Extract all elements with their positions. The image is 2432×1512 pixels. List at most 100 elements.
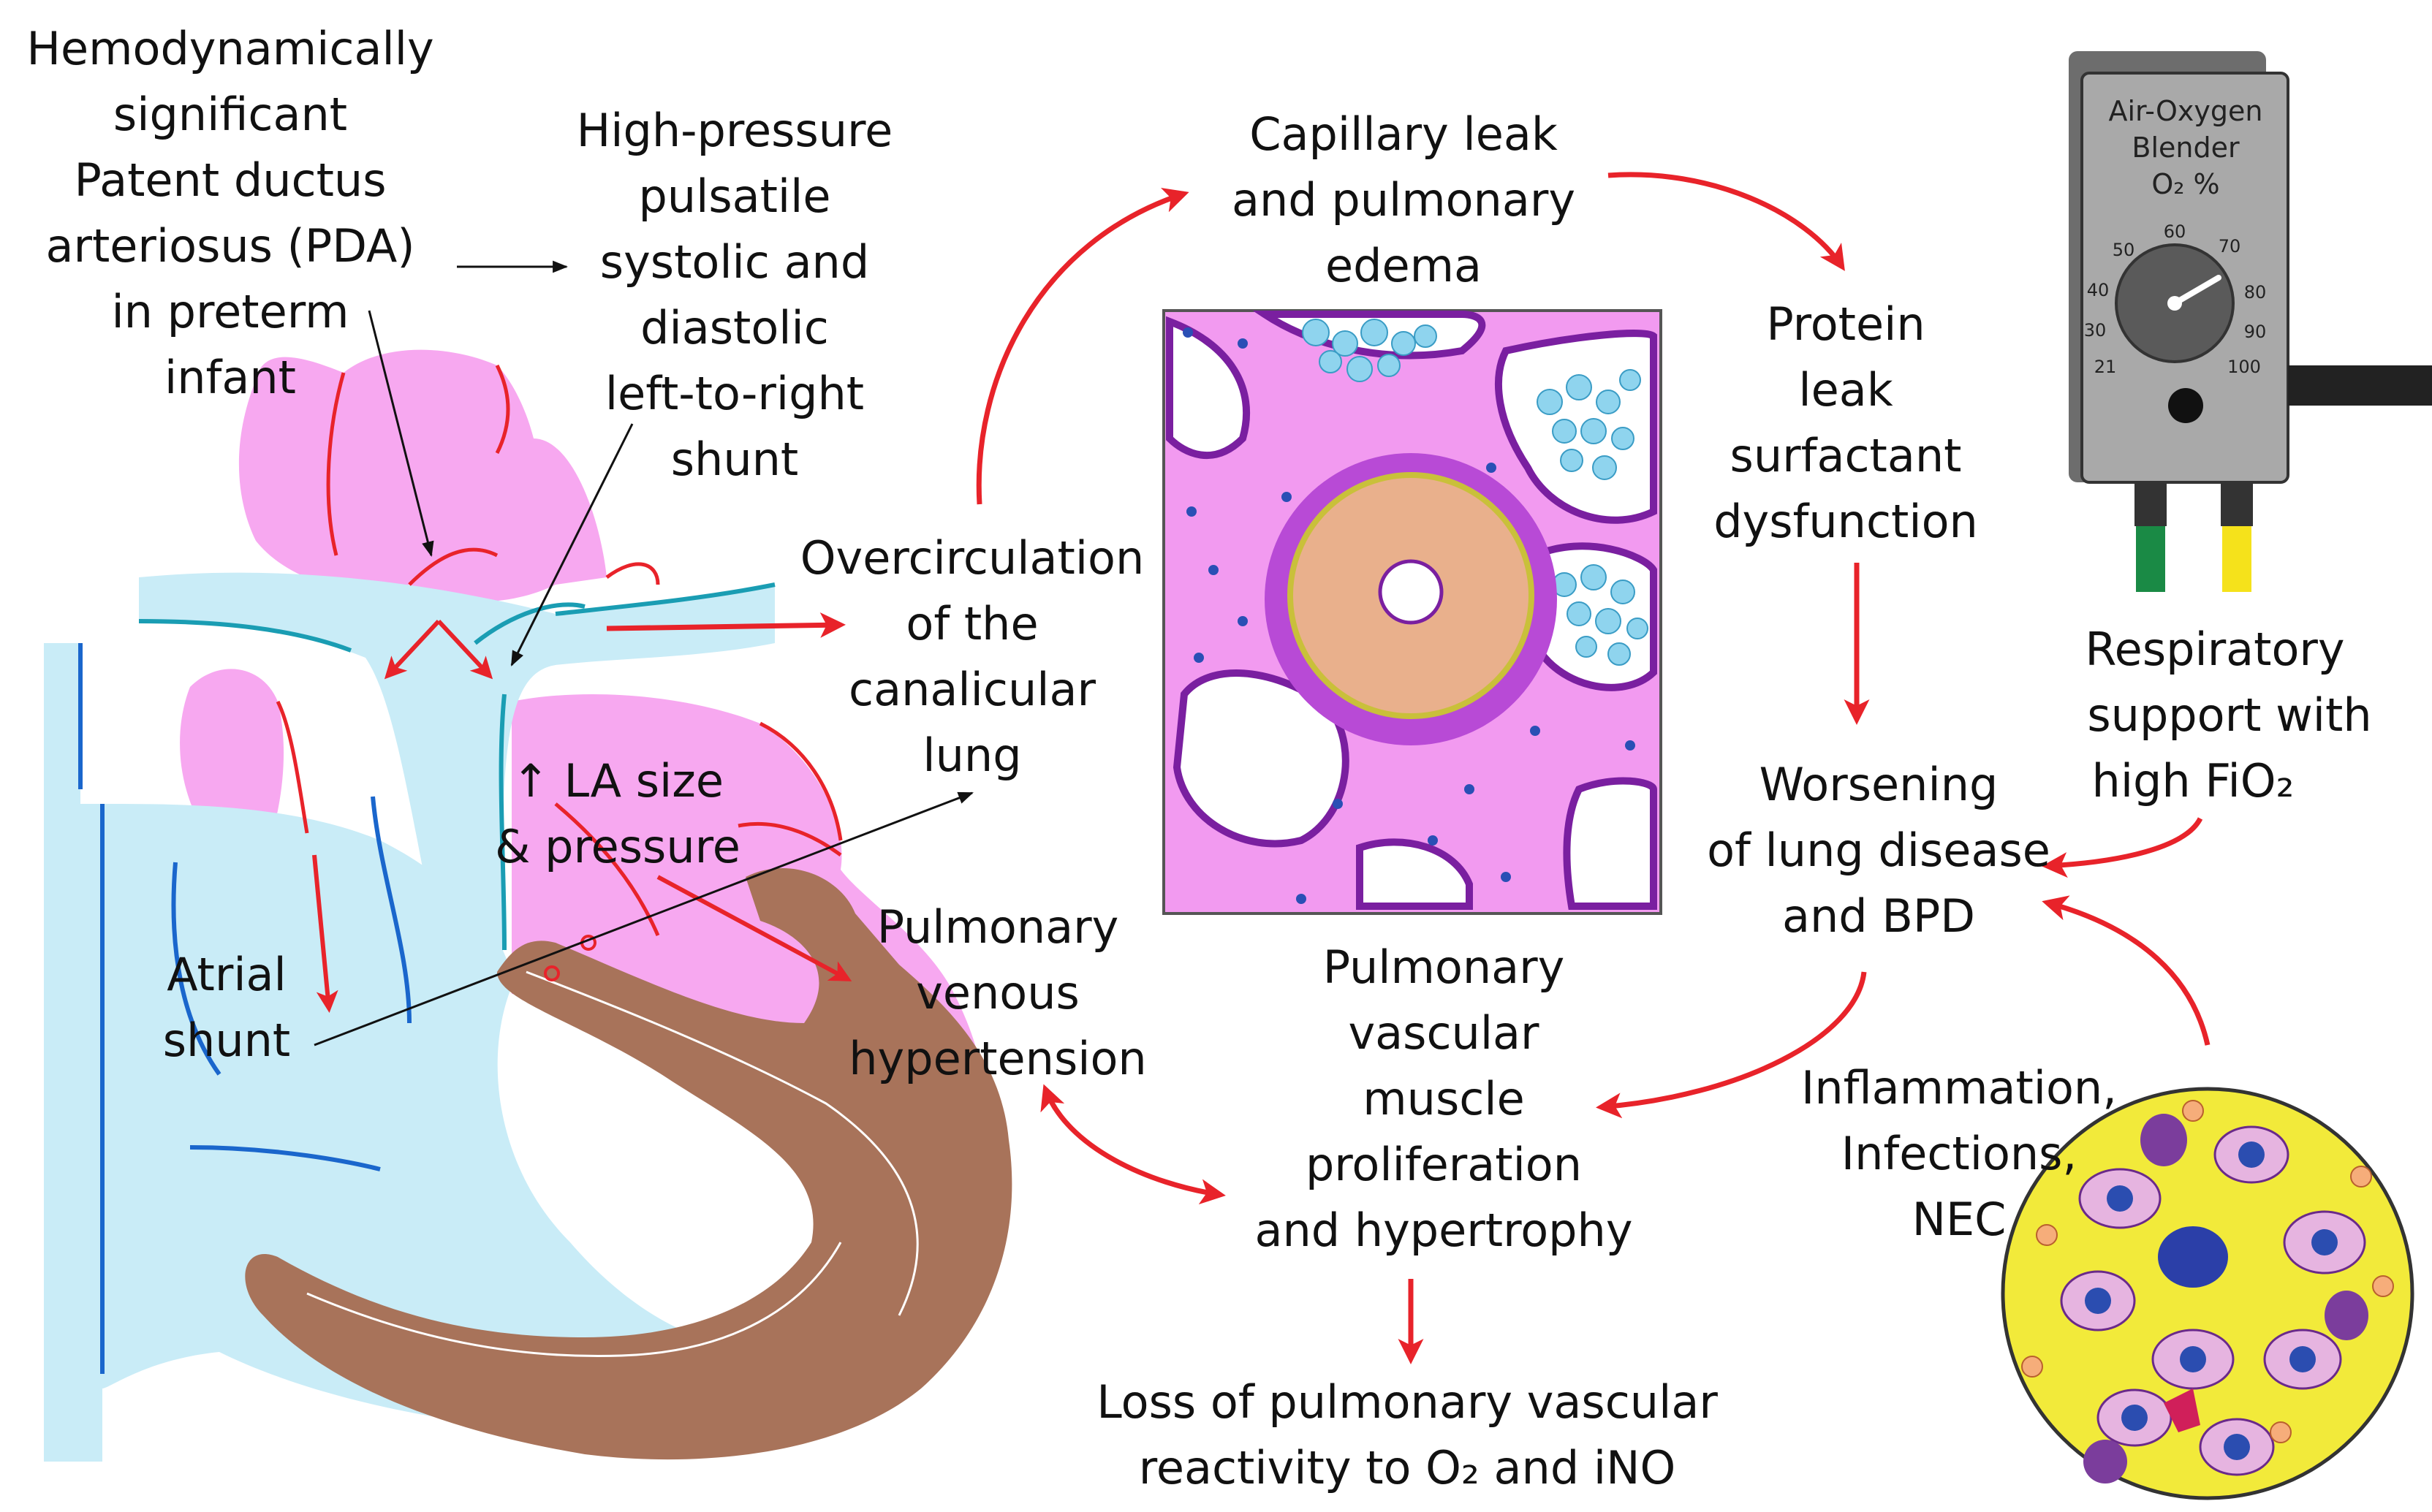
dial-mark-21: 21 bbox=[2094, 357, 2117, 377]
blender-title-1: Air-Oxygen bbox=[2109, 95, 2263, 127]
label-shunt: High-pressure pulsatile systolic and dia… bbox=[577, 104, 893, 486]
label-pda: Hemodynamically significant Patent ductu… bbox=[26, 22, 433, 404]
oxygen-tube-yellow bbox=[2222, 526, 2251, 592]
oxygen-connector bbox=[2221, 482, 2253, 526]
label-capillary: Capillary leak and pulmonary edema bbox=[1232, 107, 1575, 292]
label-muscle-4: proliferation bbox=[1306, 1138, 1582, 1191]
arrow-inflammation-to-worsening bbox=[2042, 895, 2211, 1046]
label-muscle-2: vascular bbox=[1348, 1006, 1539, 1060]
label-atrial-1: Atrial bbox=[167, 948, 287, 1001]
label-overcirc-4: lung bbox=[923, 729, 1021, 782]
teal-outlines bbox=[138, 582, 776, 951]
label-inflammation-3: NEC bbox=[1912, 1193, 2007, 1246]
blender-title-3: O₂ % bbox=[2151, 168, 2219, 200]
label-pda-1: Hemodynamically bbox=[26, 22, 433, 75]
label-muscle: Pulmonary vascular muscle proliferation … bbox=[1254, 941, 1632, 1257]
label-pda-3: Patent ductus bbox=[74, 153, 386, 207]
label-muscle-3: muscle bbox=[1363, 1072, 1524, 1125]
label-worsening: Worsening of lung disease and BPD bbox=[1707, 758, 2050, 943]
lung-histology-panel bbox=[1162, 309, 1662, 915]
blender-knob[interactable] bbox=[2168, 388, 2203, 423]
edema-bubbles bbox=[1302, 319, 1648, 666]
cell-nuclei bbox=[1183, 327, 1635, 904]
label-capillary-2: and pulmonary bbox=[1232, 173, 1575, 227]
arteriole-lumen bbox=[1378, 559, 1444, 625]
air-oxygen-blender: Air-Oxygen Blender O₂ % 21 30 40 50 60 7… bbox=[2069, 51, 2432, 592]
air-connector bbox=[2134, 482, 2167, 526]
label-la-1: ↑ LA size bbox=[512, 754, 724, 808]
dial-mark-30: 30 bbox=[2084, 320, 2107, 341]
label-pda-6: infant bbox=[164, 351, 296, 404]
label-shunt-3: systolic and bbox=[600, 235, 869, 289]
dial-mark-80: 80 bbox=[2244, 282, 2267, 303]
flow-arrows bbox=[606, 172, 2211, 1364]
label-atrial: Atrial shunt bbox=[163, 948, 291, 1067]
label-muscle-1: Pulmonary bbox=[1323, 941, 1565, 994]
label-venous-2: venous bbox=[916, 966, 1080, 1019]
blender-dial-needle bbox=[2172, 275, 2221, 306]
svc-ivc-blue bbox=[44, 643, 102, 1462]
label-inflammation: Inflammation, Infections, NEC bbox=[1801, 1061, 2117, 1246]
arrow-venous-muscle bbox=[1040, 1084, 1226, 1205]
label-protein-1: Protein bbox=[1766, 297, 1925, 351]
ventricle-wall bbox=[245, 868, 1012, 1460]
ventricle-inner-line-2 bbox=[526, 970, 919, 1316]
label-overcirculation: Overcirculation of the canalicular lung bbox=[800, 531, 1145, 782]
dial-mark-90: 90 bbox=[2244, 322, 2267, 342]
dial-mark-70: 70 bbox=[2219, 236, 2241, 257]
label-shunt-5: left-to-right bbox=[605, 367, 864, 420]
dial-mark-100: 100 bbox=[2227, 357, 2261, 377]
label-respiratory-1: Respiratory bbox=[2085, 623, 2344, 676]
label-protein-4: dysfunction bbox=[1713, 495, 1978, 548]
label-respiratory-2: support with bbox=[2087, 688, 2371, 742]
arrow-worsening-to-muscle bbox=[1596, 971, 1867, 1119]
dial-mark-60: 60 bbox=[2164, 221, 2186, 242]
label-overcirc-2: of the bbox=[906, 597, 1038, 650]
air-tube-green bbox=[2136, 526, 2165, 592]
label-muscle-5: and hypertrophy bbox=[1254, 1204, 1632, 1257]
label-capillary-3: edema bbox=[1325, 239, 1482, 292]
label-respiratory: Respiratory support with high FiO₂ bbox=[2085, 623, 2371, 808]
label-capillary-1: Capillary leak bbox=[1249, 107, 1558, 161]
arrow-to-capillary-leak bbox=[976, 188, 1189, 505]
label-respiratory-3: high FiO₂ bbox=[2092, 754, 2295, 808]
arrow-resp-to-worsening bbox=[2042, 817, 2203, 878]
label-worsening-3: and BPD bbox=[1782, 889, 1975, 943]
label-loss-2: reactivity to O₂ and iNO bbox=[1139, 1441, 1676, 1494]
label-la: ↑ LA size & pressure bbox=[495, 754, 740, 873]
blender-title-2: Blender bbox=[2132, 132, 2240, 164]
label-shunt-2: pulsatile bbox=[638, 170, 830, 223]
label-inflammation-1: Inflammation, bbox=[1801, 1061, 2117, 1114]
dial-mark-40: 40 bbox=[2087, 280, 2110, 300]
label-venous: Pulmonary venous hypertension bbox=[849, 900, 1146, 1085]
dial-mark-50: 50 bbox=[2113, 240, 2135, 260]
label-shunt-4: diastolic bbox=[640, 301, 829, 354]
valve-circle-2 bbox=[544, 965, 560, 981]
heart-flow-arrows bbox=[312, 619, 852, 1013]
label-worsening-2: of lung disease bbox=[1707, 824, 2050, 877]
label-la-2: & pressure bbox=[495, 820, 740, 873]
label-venous-1: Pulmonary bbox=[877, 900, 1119, 954]
ventricle-inner-line bbox=[306, 1242, 842, 1357]
pulmonary-artery-blue bbox=[139, 572, 775, 950]
label-overcirc-3: canalicular bbox=[849, 663, 1096, 716]
label-overcirc-1: Overcirculation bbox=[800, 531, 1145, 585]
blue-outlines bbox=[78, 643, 412, 1374]
label-shunt-6: shunt bbox=[671, 433, 799, 486]
label-loss: Loss of pulmonary vascular reactivity to… bbox=[1096, 1375, 1718, 1494]
label-pda-5: in preterm bbox=[111, 285, 349, 338]
label-protein-2: leak bbox=[1798, 363, 1893, 417]
label-venous-3: hypertension bbox=[849, 1032, 1146, 1085]
label-pda-4: arteriosus (PDA) bbox=[45, 219, 414, 273]
label-protein-3: surfactant bbox=[1730, 429, 1962, 482]
arrow-to-protein-leak bbox=[1607, 172, 1845, 271]
inflammation-cells bbox=[2001, 1087, 2414, 1500]
pointer-lines bbox=[314, 260, 974, 1046]
label-loss-1: Loss of pulmonary vascular bbox=[1096, 1375, 1718, 1429]
label-pda-2: significant bbox=[113, 88, 347, 141]
label-atrial-2: shunt bbox=[163, 1014, 291, 1067]
heart-illustration bbox=[44, 349, 1012, 1462]
label-shunt-1: High-pressure bbox=[577, 104, 893, 157]
arrow-to-overcirculation bbox=[606, 612, 846, 638]
